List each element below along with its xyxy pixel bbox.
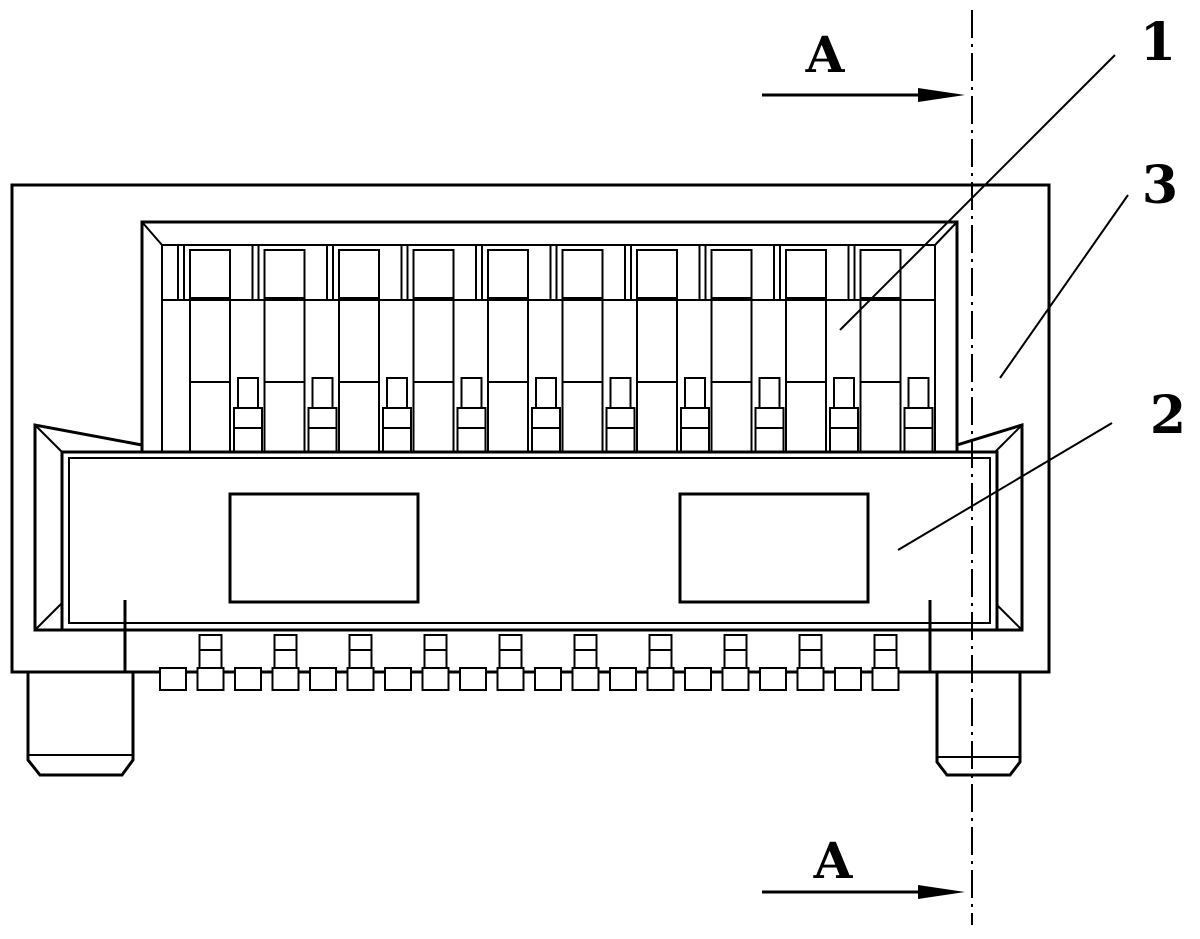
solder-tail xyxy=(496,634,525,691)
solder-tail xyxy=(759,667,787,691)
terminal-pin xyxy=(624,245,710,453)
terminal-pin xyxy=(549,245,636,453)
solder-tail xyxy=(346,634,375,691)
solder-tail xyxy=(384,667,412,691)
front-cover xyxy=(60,450,999,632)
solder-tail xyxy=(646,634,675,691)
solder-tail xyxy=(421,634,450,691)
solder-tails xyxy=(159,634,900,691)
solder-tail xyxy=(834,667,862,691)
terminal-pin xyxy=(847,245,934,453)
left-mounting-post xyxy=(26,670,135,777)
section-label-bottom: A xyxy=(813,831,854,890)
solder-tail xyxy=(871,634,900,691)
solder-tail xyxy=(571,634,600,691)
left-window xyxy=(228,492,420,604)
terminal-pin xyxy=(400,245,487,453)
leader-line-1 xyxy=(839,54,1116,331)
solder-tail xyxy=(609,667,637,691)
terminal-pin xyxy=(475,245,561,453)
terminal-pin xyxy=(251,245,338,453)
solder-tail xyxy=(721,634,750,691)
solder-tail xyxy=(534,667,562,691)
solder-tail xyxy=(196,634,225,691)
solder-tail xyxy=(271,634,300,691)
solder-tail xyxy=(159,667,187,691)
callout-2: 2 xyxy=(1150,385,1186,446)
solder-tail xyxy=(309,667,337,691)
right-window xyxy=(678,492,870,604)
right-mounting-post xyxy=(935,670,1022,777)
leader-line-2 xyxy=(897,422,1113,551)
terminal-pin xyxy=(698,245,785,453)
solder-tail xyxy=(234,667,262,691)
callout-3: 3 xyxy=(1142,155,1178,216)
callout-1: 1 xyxy=(1140,12,1176,73)
section-arrow-top xyxy=(762,88,965,102)
solder-tail xyxy=(796,634,825,691)
bottom-strip xyxy=(123,600,932,674)
leader-line-3 xyxy=(999,194,1129,379)
terminal-pin xyxy=(326,245,412,453)
section-arrow-bottom xyxy=(762,885,965,899)
solder-tail xyxy=(684,667,712,691)
solder-tail xyxy=(459,667,487,691)
terminal-pins xyxy=(162,245,935,453)
terminal-pin xyxy=(773,245,859,453)
terminal-pin xyxy=(177,245,263,453)
section-label-top: A xyxy=(805,25,846,84)
